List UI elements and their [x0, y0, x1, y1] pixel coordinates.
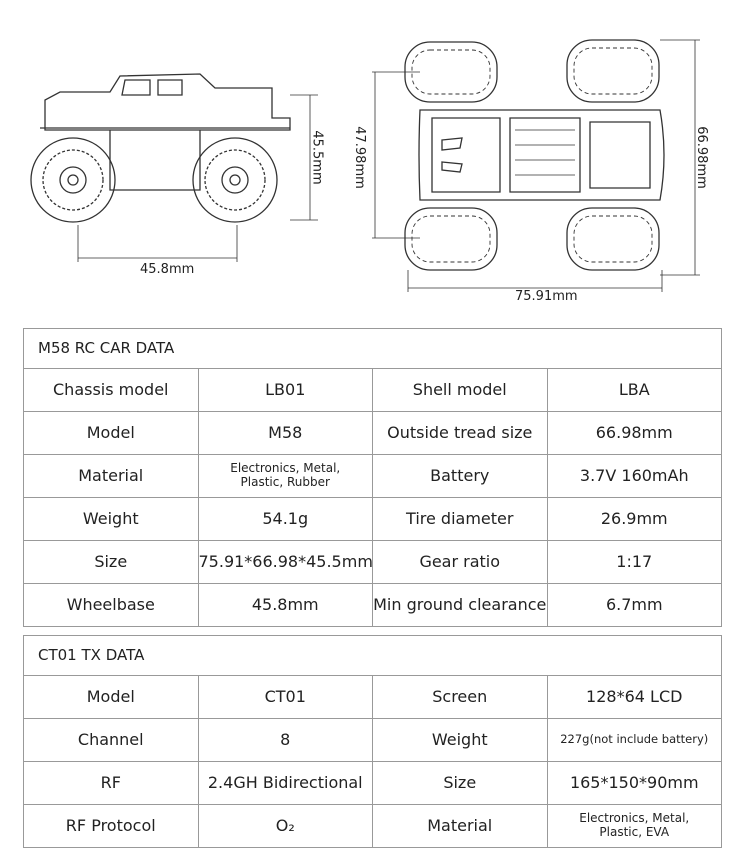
spec-value: 45.8mm [197, 583, 373, 627]
spec-value: 6.7mm [546, 583, 722, 627]
car-table-title: M58 RC CAR DATA [23, 328, 722, 369]
spec-label: Battery [372, 454, 548, 498]
track-outer-dimension: 66.98mm [693, 126, 709, 189]
spec-value: 227g(not include battery) [546, 718, 722, 762]
spec-value: 3.7V 160mAh [546, 454, 722, 498]
length-dimension: 75.91mm [515, 289, 578, 304]
spec-label: Material [372, 804, 548, 848]
top-view-drawing [372, 39, 700, 292]
spec-label: Screen [372, 675, 548, 719]
track-inner-dimension: 47.98mm [351, 126, 367, 189]
car-drawings [30, 39, 700, 292]
spec-value: 26.9mm [546, 497, 722, 541]
spec-value: M58 [197, 411, 373, 455]
spec-label: Model [23, 675, 199, 719]
spec-label: Material [23, 454, 199, 498]
spec-value: Electronics, Metal, Plastic, EVA [546, 804, 722, 848]
spec-value: 8 [197, 718, 373, 762]
spec-value: 165*150*90mm [546, 761, 722, 805]
spec-value: 54.1g [197, 497, 373, 541]
height-dimension: 45.5mm [309, 130, 325, 185]
spec-label: Gear ratio [372, 540, 548, 584]
spec-value: CT01 [197, 675, 373, 719]
spec-label: Shell model [372, 368, 548, 412]
spec-label: Tire diameter [372, 497, 548, 541]
spec-label: Channel [23, 718, 199, 762]
tx-table-title: CT01 TX DATA [23, 635, 722, 676]
spec-label: Size [372, 761, 548, 805]
spec-value: LBA [546, 368, 722, 412]
spec-label: Size [23, 540, 199, 584]
side-view-drawing [30, 73, 318, 262]
spec-label: Chassis model [23, 368, 199, 412]
spec-label: RF Protocol [23, 804, 199, 848]
spec-label: Outside tread size [372, 411, 548, 455]
spec-value: 66.98mm [546, 411, 722, 455]
spec-label: Weight [23, 497, 199, 541]
spec-value: Electronics, Metal, Plastic, Rubber [197, 454, 373, 498]
spec-value: 1:17 [546, 540, 722, 584]
spec-label: RF [23, 761, 199, 805]
spec-label: Model [23, 411, 199, 455]
spec-label: Weight [372, 718, 548, 762]
spec-label: Min ground clearance [372, 583, 548, 627]
spec-value: 2.4GH Bidirectional [197, 761, 373, 805]
spec-value: LB01 [197, 368, 373, 412]
wheelbase-dimension: 45.8mm [140, 262, 195, 277]
spec-value: 75.91*66.98*45.5mm [197, 540, 373, 584]
spec-label: Wheelbase [23, 583, 199, 627]
spec-value: O₂ [197, 804, 373, 848]
spec-value: 128*64 LCD [546, 675, 722, 719]
